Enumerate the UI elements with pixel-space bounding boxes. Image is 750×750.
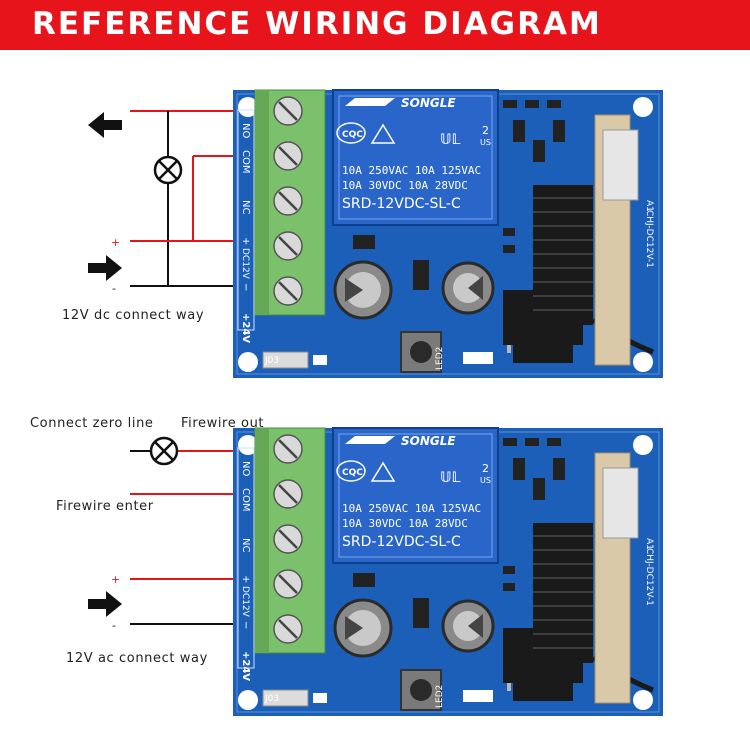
- pin-com-label: COM: [240, 488, 251, 511]
- plus-label-1: +: [111, 236, 120, 249]
- pin-dc12v-label: DC12V: [240, 248, 250, 280]
- pin-no-label: NO: [240, 123, 251, 138]
- ul-us: US: [480, 476, 491, 485]
- pin-24v-label: +24V: [240, 313, 251, 343]
- warning-icon: [370, 461, 396, 482]
- warning-icon: [370, 123, 396, 144]
- page-title: REFERENCE WIRING DIAGRAM: [32, 6, 602, 42]
- caption-dc: 12V dc connect way: [62, 308, 204, 323]
- relay-rating-line-1: 10A 250VAC 10A 125VAC: [342, 164, 481, 177]
- caption-ac: 12V ac connect way: [66, 651, 208, 666]
- lamp-icon-1: [153, 155, 183, 185]
- cqc-text: CQC: [342, 468, 363, 478]
- ul-us: US: [480, 138, 491, 147]
- plus-label-2: +: [111, 573, 120, 586]
- relay-rating-line-2: 10A 30VDC 10A 28VDC: [342, 517, 468, 530]
- pin-plus-label: +: [240, 575, 251, 583]
- minus-label-2: -: [112, 619, 116, 632]
- lamp-icon-2: [149, 436, 179, 466]
- arrow-right-icon: [88, 591, 122, 617]
- pin-nc-label: NC: [240, 538, 251, 552]
- pin-minus-label: −: [240, 283, 251, 291]
- led-label: LED2: [435, 347, 445, 370]
- antenna-label: A1: [644, 200, 654, 212]
- pin-24v-label: +24V: [240, 651, 251, 681]
- antenna-label: A1: [644, 538, 654, 550]
- cap-label: J03: [264, 356, 279, 366]
- diagram-2-wires: [130, 450, 233, 625]
- pin-no-label: NO: [240, 461, 251, 476]
- songle-logo-mark: [345, 98, 395, 106]
- pin-minus-label: −: [240, 621, 251, 629]
- board-2-text: NO COM NC + DC12V − +24V SONGLE CQC 𝕌𝕃 2…: [240, 434, 654, 708]
- relay-rating-line-1: 10A 250VAC 10A 125VAC: [342, 502, 481, 515]
- ul-mark: 𝕌𝕃: [440, 132, 461, 148]
- arrow-left-icon: [88, 112, 122, 138]
- songle-logo-mark: [345, 436, 395, 444]
- label-connect-zero-line: Connect zero line: [30, 416, 154, 431]
- relay-mark: 2: [482, 462, 489, 475]
- pin-plus-label: +: [240, 237, 251, 245]
- title-banner: REFERENCE WIRING DIAGRAM: [0, 0, 750, 50]
- arrow-right-icon: [88, 255, 122, 281]
- cqc-logo: [336, 460, 366, 482]
- cqc-logo: [336, 122, 366, 144]
- minus-label-1: -: [112, 282, 116, 295]
- board-model: CHJ-DC12V-1: [644, 548, 654, 606]
- relay-model: SRD-12VDC-SL-C: [342, 534, 461, 550]
- diagram-1-wires: [130, 110, 233, 287]
- label-firewire-enter: Firewire enter: [56, 499, 154, 514]
- board-1-text: NO COM NC + DC12V − +24V SONGLE CQC 𝕌𝕃 2…: [240, 96, 654, 370]
- label-firewire-out: Firewire out: [181, 416, 264, 431]
- pin-com-label: COM: [240, 150, 251, 173]
- relay-model: SRD-12VDC-SL-C: [342, 196, 461, 212]
- pin-nc-label: NC: [240, 200, 251, 214]
- relay-brand: SONGLE: [401, 96, 456, 110]
- board-model: CHJ-DC12V-1: [644, 210, 654, 268]
- led-label: LED2: [435, 685, 445, 708]
- cap-label: J03: [264, 694, 279, 704]
- cqc-text: CQC: [342, 130, 363, 140]
- ul-mark: 𝕌𝕃: [440, 470, 461, 486]
- relay-rating-line-2: 10A 30VDC 10A 28VDC: [342, 179, 468, 192]
- pin-dc12v-label: DC12V: [240, 586, 250, 618]
- relay-mark: 2: [482, 124, 489, 137]
- relay-brand: SONGLE: [401, 434, 456, 448]
